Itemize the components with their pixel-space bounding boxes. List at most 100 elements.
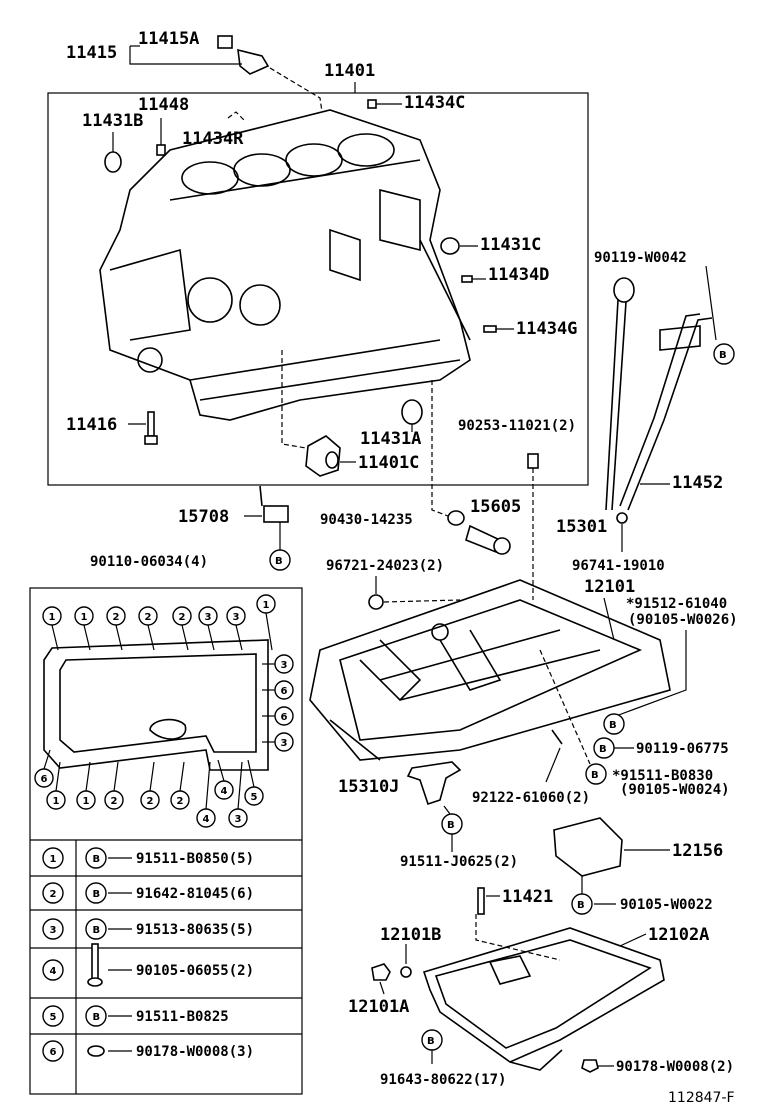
legend-number: 2	[42, 882, 64, 904]
bolt-marker: B	[275, 556, 283, 567]
label-90105-w0022: 90105-W0022	[620, 897, 713, 913]
legend-number: 5	[42, 1005, 64, 1027]
label-90110: 90110-06034(4)	[90, 554, 208, 570]
legend-row: 2 B 91642-81045(6)	[42, 882, 254, 904]
svg-text:2: 2	[147, 796, 154, 807]
engine-block-11401	[99, 109, 471, 421]
label-15310j: 15310J	[338, 777, 399, 797]
pattern-marker-bottom: 1	[46, 790, 66, 810]
legend-part-number: 91642-81045(6)	[136, 886, 254, 902]
pattern-marker-bottom: 2	[140, 790, 160, 810]
legend-part-number: 91513-80635(5)	[136, 922, 254, 938]
label-15605: 15605	[470, 497, 521, 517]
label-91511-j0625: 91511-J0625(2)	[400, 854, 518, 870]
pattern-marker-right: 6	[274, 706, 294, 726]
bolt-marker: B	[609, 720, 617, 731]
svg-text:B: B	[93, 854, 101, 865]
label-11415: 11415	[66, 43, 117, 63]
label-11434c: 11434C	[404, 93, 465, 113]
label-90253: 90253-11021(2)	[458, 418, 576, 434]
svg-text:3: 3	[233, 612, 240, 623]
label-11415a: 11415A	[138, 29, 199, 49]
svg-text:2: 2	[50, 889, 57, 900]
legend-number: 1	[42, 847, 64, 869]
svg-text:4: 4	[221, 786, 228, 797]
label-11431a: 11431A	[360, 429, 421, 449]
block-callout-box	[47, 92, 589, 486]
svg-text:2: 2	[177, 796, 184, 807]
plug-11431b	[104, 151, 122, 173]
svg-text:2: 2	[111, 796, 118, 807]
label-11416: 11416	[66, 415, 117, 435]
plug-15605	[465, 524, 511, 555]
legend-row: 1 B 91511-B0850(5)	[42, 847, 254, 869]
label-11431b: 11431B	[82, 111, 143, 131]
label-12102a: 12102A	[648, 925, 709, 945]
pattern-marker-top: 2	[138, 606, 158, 626]
svg-text:2: 2	[179, 612, 186, 623]
bolt-marker: B	[85, 882, 107, 904]
label-11448: 11448	[138, 95, 189, 115]
svg-text:1: 1	[50, 854, 57, 865]
svg-text:3: 3	[235, 814, 242, 825]
legend-row: 5 B 91511-B0825	[42, 1005, 229, 1027]
bolt-marker: B	[85, 1005, 107, 1027]
dipstick-15301	[605, 277, 635, 511]
pattern-marker-left: 6	[34, 768, 54, 788]
svg-text:1: 1	[81, 612, 88, 623]
bolt-marker: B	[577, 900, 585, 911]
svg-text:2: 2	[145, 612, 152, 623]
label-12101: 12101	[584, 577, 635, 597]
label-90119-w0042: 90119-W0042	[594, 250, 687, 266]
legend-row: 6 90178-W0008(3)	[42, 1040, 254, 1062]
svg-text:1: 1	[49, 612, 56, 623]
bolt-pattern-box	[29, 587, 303, 1095]
pattern-marker-bottom: 3	[228, 808, 248, 828]
pattern-marker-top: 3	[226, 606, 246, 626]
svg-text:2: 2	[113, 612, 120, 623]
pattern-marker-top: 1	[42, 606, 62, 626]
oil-pan-lower-12102a	[422, 927, 665, 1071]
bolt-marker: B	[85, 847, 107, 869]
svg-text:1: 1	[263, 600, 270, 611]
svg-text:6: 6	[281, 686, 288, 697]
label-11434d: 11434D	[488, 265, 549, 285]
baffle-12156	[553, 817, 623, 877]
bolt-marker: B	[719, 350, 727, 361]
pattern-marker-top: 1	[74, 606, 94, 626]
pattern-marker-right: 3	[274, 654, 294, 674]
pattern-marker-bottom: 1	[76, 790, 96, 810]
figure-id: 112847-F	[668, 1090, 735, 1106]
legend-part-number: 91511-B0850(5)	[136, 851, 254, 867]
label-92122: 92122-61060(2)	[472, 790, 590, 806]
label-15301: 15301	[556, 517, 607, 537]
sensor-11415a	[217, 35, 270, 75]
dipstick-guide-11452	[619, 313, 713, 511]
svg-text:1: 1	[53, 796, 60, 807]
label-90105-w0024: (90105-W0024)	[620, 782, 730, 798]
svg-text:B: B	[93, 889, 101, 900]
svg-text:3: 3	[50, 925, 57, 936]
svg-text:4: 4	[50, 966, 57, 977]
svg-text:6: 6	[50, 1047, 57, 1058]
label-91643: 91643-80622(17)	[380, 1072, 506, 1088]
svg-text:6: 6	[281, 712, 288, 723]
legend-number: 3	[42, 918, 64, 940]
legend-row: 4 90105-06055(2)	[42, 943, 254, 987]
label-91512: *91512-61040	[626, 596, 727, 612]
pan-gasket-outline	[43, 639, 269, 771]
label-11401c: 11401C	[358, 453, 419, 473]
legend-part-number: 90105-06055(2)	[136, 963, 254, 979]
pattern-marker-top: 2	[172, 606, 192, 626]
legend-part-number: 91511-B0825	[136, 1009, 229, 1025]
label-11421: 11421	[502, 887, 553, 907]
label-11434g: 11434G	[516, 319, 577, 339]
label-96741: 96741-19010	[572, 558, 665, 574]
legend-part-number: 90178-W0008(3)	[136, 1044, 254, 1060]
legend-number: 6	[42, 1040, 64, 1062]
bolt-11416	[144, 411, 158, 445]
svg-text:5: 5	[50, 1012, 57, 1023]
